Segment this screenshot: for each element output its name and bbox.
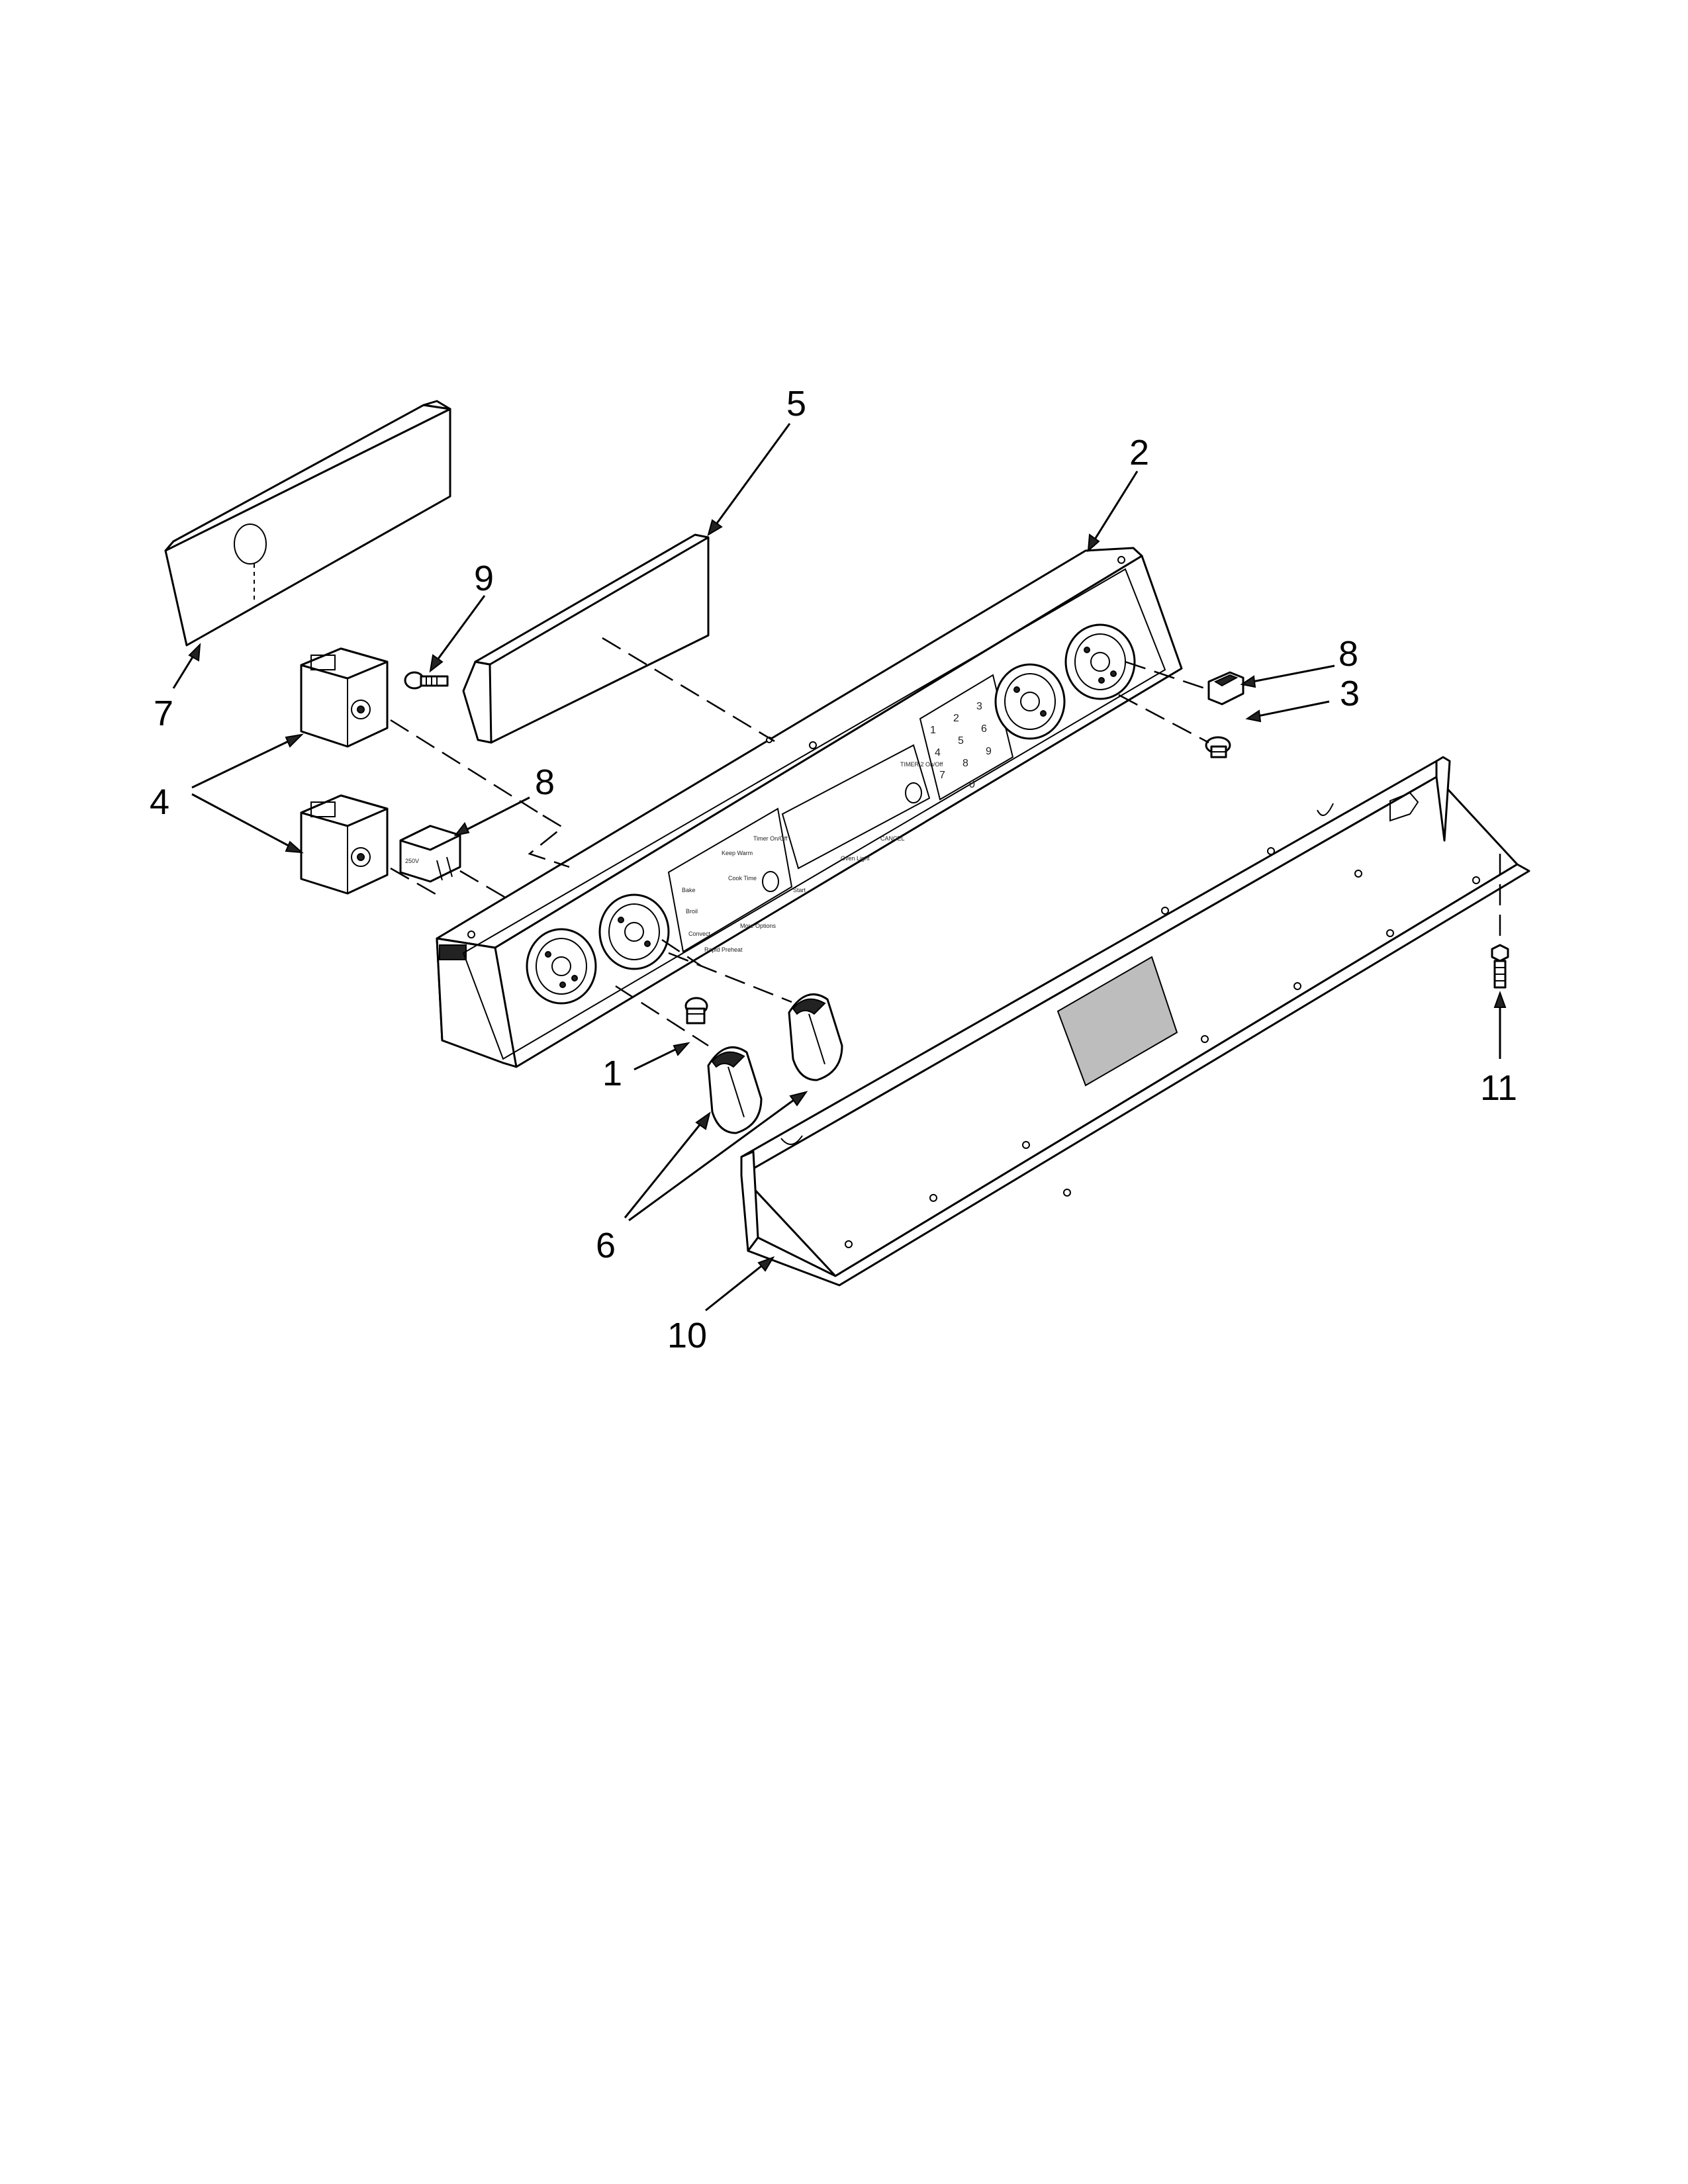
- panel-label-cancel: CANCEL: [880, 835, 905, 842]
- callout-8-left: 8: [535, 762, 555, 802]
- panel-label-keep-warm: Keep Warm: [722, 850, 753, 856]
- panel-label-oven-light: Oven Light: [841, 855, 870, 862]
- keypad-key-5: 5: [958, 735, 964, 747]
- part-6-knob-left: [707, 1046, 763, 1134]
- callout-4: 4: [150, 782, 169, 822]
- part-4-infinite-switch-upper: [300, 647, 389, 748]
- keypad-key-7: 7: [939, 770, 945, 781]
- knob-opening-left-2: [598, 893, 670, 970]
- keypad-key-3: 3: [976, 701, 982, 712]
- knob-opening-right-1: [994, 663, 1066, 740]
- callout-3: 3: [1340, 674, 1360, 713]
- part-10-mounting-bracket: [740, 756, 1530, 1287]
- assembly-lines: [390, 637, 1501, 1047]
- keypad-key-0: 0: [969, 779, 975, 790]
- part-3-screw: [1205, 736, 1231, 758]
- callout-9: 9: [474, 559, 494, 598]
- panel-label-start: Start: [793, 887, 806, 893]
- keypad: 1 2 3 4 5 6 7 8 9 0: [930, 701, 992, 790]
- part-1-screw: [684, 997, 708, 1024]
- keypad-key-1: 1: [930, 725, 936, 736]
- keypad-key-6: 6: [981, 723, 987, 735]
- keypad-key-9: 9: [986, 746, 992, 757]
- part-9-screw: [404, 671, 449, 690]
- panel-labels: Bake Broil Convect Rapid Preheat Keep Wa…: [682, 761, 943, 953]
- part-8-switch-right: [1207, 671, 1244, 705]
- callout-5: 5: [786, 384, 806, 424]
- leader-lines: [172, 423, 1507, 1312]
- part-8-switch-left: 250V: [399, 825, 461, 883]
- callout-8-right: 8: [1338, 634, 1358, 674]
- panel-label-rapid-preheat: Rapid Preheat: [704, 946, 743, 953]
- panel-label-more-options: More Options: [740, 923, 776, 929]
- part-7-shield-bracket: [164, 400, 451, 647]
- callout-7: 7: [154, 694, 173, 733]
- callouts: 5 2 8 3 9 7 4 8 1 6 10 11: [150, 384, 1517, 1355]
- knob-opening-right-2: [1064, 623, 1136, 700]
- panel-label-timer: Timer On/Off: [753, 835, 788, 842]
- keypad-key-4: 4: [935, 747, 941, 758]
- callout-2: 2: [1129, 433, 1149, 473]
- panel-label-bake: Bake: [682, 887, 696, 893]
- knob-opening-left-1: [526, 928, 597, 1005]
- panel-label-broil: Broil: [686, 908, 698, 915]
- part-11-screw: [1491, 944, 1509, 989]
- callout-1: 1: [602, 1054, 622, 1093]
- panel-label-cook-time: Cook Time: [728, 875, 757, 882]
- part-4-infinite-switch-lower: [300, 794, 389, 895]
- part-6-knob-right: [788, 993, 843, 1081]
- keypad-key-8: 8: [962, 758, 968, 769]
- callout-11: 11: [1480, 1068, 1517, 1108]
- part-5-display-board: [462, 533, 710, 744]
- panel-label-convect: Convect: [688, 931, 711, 937]
- callout-10: 10: [667, 1316, 707, 1355]
- panel-label-timer2: TIMER 2 On/Off: [900, 761, 943, 768]
- switch-rating-label: 250V: [405, 858, 419, 864]
- keypad-key-2: 2: [953, 713, 959, 724]
- callout-6: 6: [596, 1226, 616, 1265]
